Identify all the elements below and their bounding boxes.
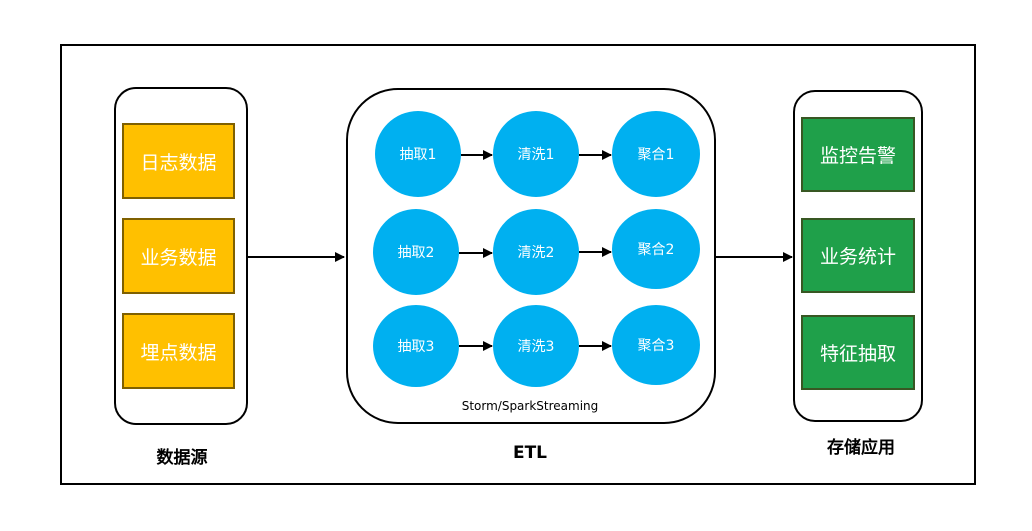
- app-caption: 存储应用: [827, 438, 895, 458]
- etl-clean-1: 清洗1: [493, 111, 579, 197]
- etl-aggregate-1: 聚合1: [612, 111, 700, 197]
- app-box-monitoring: 监控告警: [801, 117, 915, 192]
- etl-aggregate-2: 聚合2: [612, 209, 700, 289]
- etl-engine-label: Storm/SparkStreaming: [461, 399, 599, 413]
- source-box-tracking: 埋点数据: [122, 313, 235, 389]
- source-caption: 数据源: [156, 448, 208, 468]
- app-box-features: 特征抽取: [801, 315, 915, 390]
- etl-extract-1: 抽取1: [375, 111, 461, 197]
- source-box-business: 业务数据: [122, 218, 235, 294]
- etl-extract-3: 抽取3: [373, 305, 459, 387]
- app-box-statistics: 业务统计: [801, 218, 915, 293]
- etl-clean-2: 清洗2: [493, 209, 579, 295]
- source-box-log: 日志数据: [122, 123, 235, 199]
- etl-clean-3: 清洗3: [493, 305, 579, 387]
- etl-aggregate-3: 聚合3: [612, 305, 700, 385]
- etl-caption: ETL: [512, 443, 548, 463]
- diagram-frame: [60, 44, 976, 485]
- etl-extract-2: 抽取2: [373, 209, 459, 295]
